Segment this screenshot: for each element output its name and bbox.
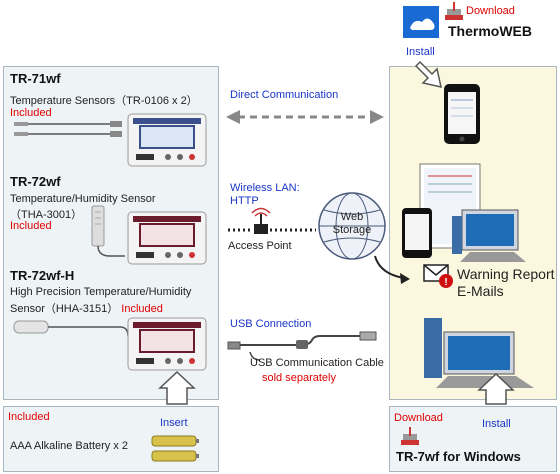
included-tr71wf: Included	[10, 107, 52, 119]
model-tr71wf: TR-71wf	[10, 71, 61, 86]
windows-download-link[interactable]: Download	[394, 412, 443, 424]
thermoweb-download-link[interactable]: Download	[466, 5, 515, 17]
warning-arrow-icon	[374, 255, 410, 284]
thermoweb-install-link[interactable]: Install	[406, 46, 435, 58]
install-arrow-icon	[414, 60, 442, 88]
desc-tr72wf-line2: （THA-3001）	[10, 209, 83, 221]
wireless-label-line2: HTTP	[230, 195, 259, 207]
windows-install-link[interactable]: Install	[482, 418, 511, 430]
tr72wf-logger-icon	[127, 211, 207, 265]
battery-icon	[151, 435, 199, 462]
web-storage-globe-icon	[318, 192, 386, 260]
desc-tr72wfh-line2-row: Sensor（HHA-3151） Included	[10, 300, 163, 316]
direct-communication-arrow-icon	[226, 110, 384, 124]
usb-cable-label: USB Communication Cable	[250, 357, 384, 369]
usb-connection-label: USB Connection	[230, 318, 312, 330]
windows-download-icon	[401, 427, 419, 445]
desc-tr72wf-line1: Temperature/Humidity Sensor	[10, 193, 156, 205]
high-precision-probe-icon	[13, 320, 129, 337]
direct-communication-label: Direct Communication	[230, 89, 339, 101]
desktop-computer-icon	[452, 209, 526, 262]
desc-tr72wfh-line1: High Precision Temperature/Humidity	[10, 286, 192, 298]
battery-label: AAA Alkaline Battery x 2	[10, 440, 129, 452]
insert-label: Insert	[160, 417, 188, 429]
included-tr72wf: Included	[10, 220, 52, 232]
warning-report-line1: Warning Report	[457, 266, 555, 282]
thermoweb-logo-icon	[403, 6, 439, 38]
email-warning-icon: !	[423, 264, 453, 288]
windows-software-title: TR-7wf for Windows	[396, 449, 521, 464]
sold-separately-label: sold separately	[262, 372, 336, 384]
web-storage-label-line1: Web	[340, 211, 364, 223]
included-tr72wfh: Included	[121, 303, 163, 315]
web-storage-label-line2: Storage	[332, 224, 372, 236]
svg-text:!: !	[444, 277, 447, 288]
insert-arrow-icon	[158, 370, 196, 405]
windows-install-arrow-icon	[477, 372, 515, 405]
access-point-label: Access Point	[228, 240, 292, 252]
access-point-icon	[228, 207, 316, 234]
model-tr72wfh: TR-72wf-H	[10, 268, 75, 283]
humidity-sensor-probe-icon	[91, 205, 125, 257]
battery-included: Included	[8, 411, 50, 423]
desc-tr71wf: Temperature Sensors（TR-0106 x 2）	[10, 95, 198, 107]
tr71wf-logger-icon	[127, 113, 207, 167]
phone-icon	[402, 208, 432, 258]
thermoweb-title: ThermoWEB	[448, 23, 532, 39]
download-icon	[445, 2, 463, 20]
warning-report-line2: E-Mails	[457, 283, 504, 299]
smartphone-icon	[444, 84, 480, 144]
windows-pc-icon	[424, 318, 534, 388]
temperature-sensor-cable-icon	[14, 121, 122, 137]
wireless-label-line1: Wireless LAN:	[230, 182, 300, 194]
usb-cable-icon	[227, 331, 377, 361]
desc-tr72wfh-line2: Sensor（HHA-3151）	[10, 303, 119, 315]
tr72wfh-logger-icon	[127, 317, 207, 371]
tablet-icon	[419, 163, 481, 249]
model-tr72wf: TR-72wf	[10, 174, 61, 189]
